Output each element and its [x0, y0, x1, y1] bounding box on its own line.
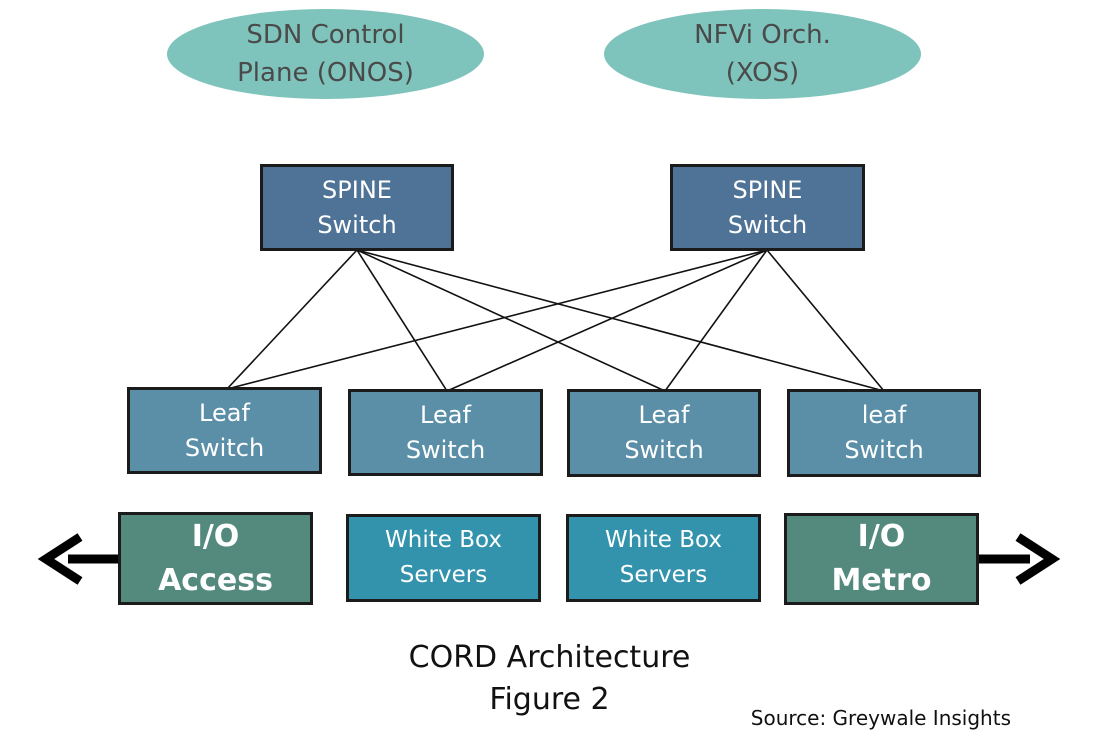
oval-line: (XOS) [725, 58, 800, 88]
link-spine2-leaf1 [226, 249, 768, 390]
box-line: Switch [184, 433, 265, 462]
box-line: Leaf [638, 401, 690, 429]
box-line: Switch [405, 435, 486, 464]
caption-title: CORD Architecture [408, 640, 691, 675]
oval-line: NFVi Orch. [694, 20, 831, 50]
box-line: Servers [399, 562, 488, 588]
io-access-box: I/O Access [118, 512, 313, 605]
box-line: I/O [857, 519, 906, 554]
box-line: Switch [624, 436, 704, 464]
box-line: I/O [191, 518, 240, 554]
leaf-switch-1: Leaf Switch [127, 387, 322, 474]
box-line: Servers [619, 562, 708, 588]
box-line: Leaf [420, 400, 471, 429]
box-line: leaf [861, 401, 907, 429]
link-spine2-leaf4 [766, 249, 885, 392]
link-spine1-leaf3 [356, 249, 666, 392]
spine-switch-1: SPINE Switch [260, 164, 454, 251]
box-line: Switch [844, 436, 924, 464]
link-spine2-leaf2 [446, 249, 768, 392]
box-line: Leaf [199, 398, 250, 427]
leaf-switch-3: Leaf Switch [567, 389, 761, 477]
box-line: White Box [385, 527, 502, 553]
link-spine2-leaf3 [664, 249, 768, 392]
oval-line: SDN Control [246, 20, 405, 50]
box-line: Switch [317, 210, 397, 239]
caption-subtitle: Figure 2 [489, 682, 610, 717]
link-spine1-leaf2 [356, 249, 448, 392]
left-arrow-icon [37, 533, 120, 585]
white-box-servers-2: White Box Servers [566, 514, 761, 602]
right-arrow-icon [977, 533, 1061, 585]
link-spine1-leaf4 [356, 249, 885, 392]
box-line: Metro [831, 563, 932, 598]
box-line: SPINE [322, 175, 392, 204]
source-credit: Source: Greywale Insights [750, 706, 1011, 730]
link-spine1-leaf1 [226, 249, 358, 390]
box-line: Access [158, 562, 273, 598]
spine-switch-2: SPINE Switch [670, 164, 865, 251]
box-line: Switch [727, 210, 808, 239]
io-metro-box: I/O Metro [784, 513, 979, 605]
oval-line: Plane (ONOS) [237, 58, 414, 88]
leaf-switch-2: Leaf Switch [348, 389, 543, 476]
box-line: SPINE [732, 175, 803, 204]
sdn-control-plane-oval: SDN Control Plane (ONOS) [167, 9, 484, 99]
box-line: White Box [605, 527, 722, 553]
leaf-switch-4: leaf Switch [787, 389, 981, 477]
white-box-servers-1: White Box Servers [346, 514, 541, 602]
nfvi-orchestrator-oval: NFVi Orch. (XOS) [604, 9, 921, 99]
